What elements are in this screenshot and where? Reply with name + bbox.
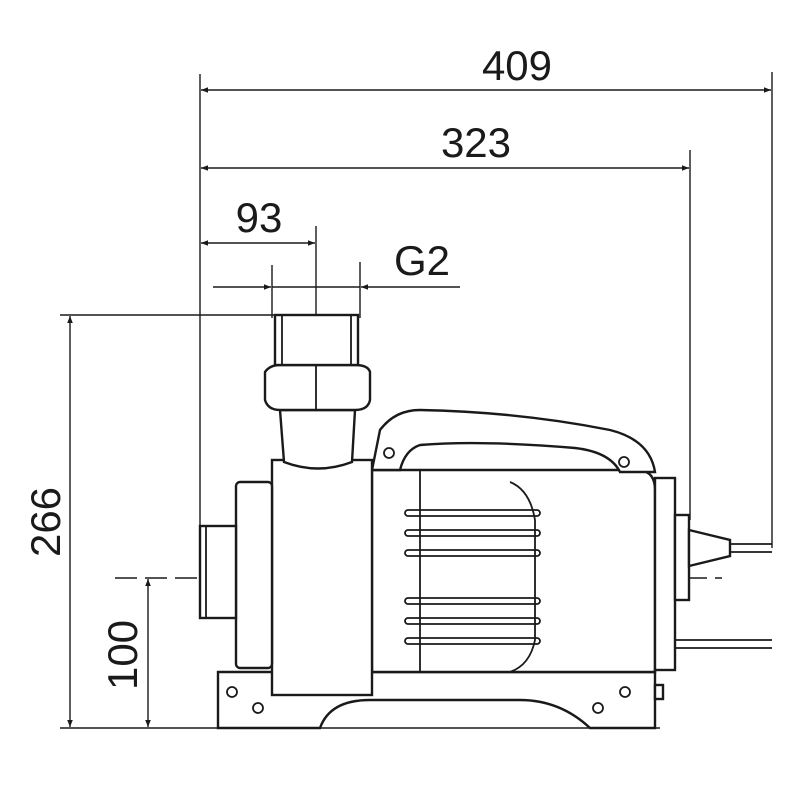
dimension-323: 323 [201,119,689,171]
end-cap [653,476,677,672]
dimension-100: 100 [99,579,151,727]
dim-overall-length: 409 [482,42,552,89]
union-nut [263,363,372,412]
dim-outlet-offset: 93 [236,194,283,241]
cooling-fins [404,509,541,645]
outlet-neck [278,408,357,470]
motor-body [370,468,657,674]
pump-outline [198,313,772,730]
dimension-93: 93 [201,194,315,246]
dimension-g2: G2 [213,237,460,290]
outlet-thread [273,313,360,367]
pump-volute [270,458,374,697]
dim-overall-height: 266 [22,487,69,557]
dim-axis-height: 100 [99,620,146,690]
dim-outlet-thread: G2 [394,237,450,284]
cable-gland [687,528,732,568]
dimension-409: 409 [201,42,771,93]
dim-body-length: 323 [441,119,511,166]
carry-handle [370,408,657,474]
front-flange [234,480,274,670]
dimension-266: 266 [22,316,73,727]
